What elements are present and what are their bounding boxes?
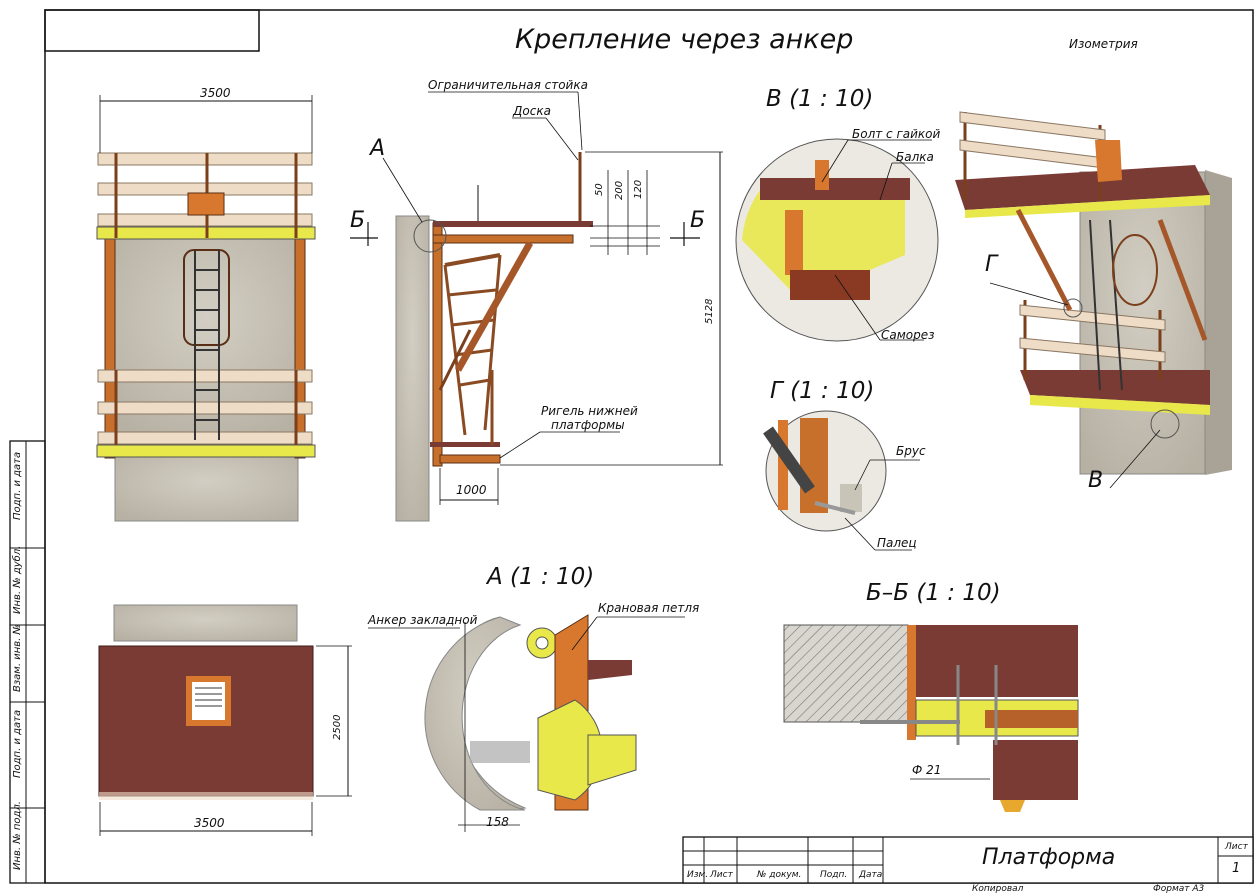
label-board: Доска — [513, 104, 551, 118]
side-view — [350, 91, 723, 522]
label-screw: Саморез — [881, 328, 935, 342]
plan-dim-width: 3500 — [194, 816, 225, 830]
dim-200: 200 — [614, 180, 625, 200]
dim-120: 120 — [633, 179, 644, 199]
plan-dim-depth: 2500 — [332, 714, 343, 740]
detail-g-title: Г (1 : 10) — [770, 378, 875, 404]
dim-reach: 1000 — [456, 483, 487, 497]
drawing-name: Платформа — [982, 845, 1116, 870]
sheet-title: Крепление через анкер — [515, 24, 854, 55]
view-name-label: Изометрия — [1069, 37, 1138, 51]
isometric-view — [955, 111, 1232, 489]
tb-format: Формат А3 — [1153, 884, 1205, 894]
label-loop: Крановая петля — [598, 601, 700, 615]
margin-cell-3: Взам. инв. № — [12, 624, 23, 692]
section-bb — [783, 624, 1079, 812]
title-block — [682, 836, 1254, 884]
detail-v — [735, 138, 939, 342]
margin-cell-2: Инв. № дубл. — [12, 545, 23, 614]
label-post: Ограничительная стойка — [428, 78, 588, 92]
iso-callout-g: Г — [985, 252, 998, 277]
detail-a — [368, 614, 685, 832]
tb-header-doc: № докум. — [757, 870, 802, 880]
dim-phi: Ф 21 — [912, 763, 942, 777]
tb-header-change: Изм. — [687, 870, 709, 880]
tb-sheet-number: 1 — [1232, 861, 1241, 876]
plan-view — [98, 604, 352, 836]
margin-cell-5: Инв. № подл. — [12, 801, 23, 870]
front-view — [96, 95, 316, 522]
label-rail-line1: Ригель нижней — [541, 404, 638, 418]
detail-a-title: А (1 : 10) — [487, 564, 595, 590]
marker-a: А — [370, 136, 386, 161]
margin-cell-1: Подп. и дата — [12, 451, 23, 520]
tb-header-sign: Подп. — [820, 870, 848, 880]
dim-50: 50 — [594, 183, 605, 196]
tb-header-date: Дата — [859, 870, 883, 880]
margin-cell-4: Подп. и дата — [12, 709, 23, 778]
detail-v-title: В (1 : 10) — [766, 86, 874, 112]
tb-header-sheet: Лист — [710, 870, 733, 880]
label-bolt: Болт с гайкой — [852, 127, 941, 141]
detail-g — [763, 410, 920, 551]
dim-height: 5128 — [704, 298, 715, 324]
dim-158: 158 — [486, 815, 509, 829]
marker-b-right: Б — [690, 208, 706, 233]
label-beam: Балка — [896, 150, 934, 164]
top-left-stamp — [44, 9, 260, 52]
margin-strip — [9, 440, 46, 884]
tb-copied: Копировал — [972, 884, 1024, 894]
front-dim-width: 3500 — [200, 86, 231, 100]
marker-b-left: Б — [350, 208, 366, 233]
label-rail-line2: платформы — [551, 418, 625, 432]
label-anchor: Анкер закладной — [368, 613, 478, 627]
label-pin: Палец — [877, 536, 917, 550]
iso-callout-v: В — [1088, 468, 1104, 493]
label-bar: Брус — [896, 444, 926, 458]
tb-sheet-label: Лист — [1225, 842, 1248, 852]
section-bb-title: Б–Б (1 : 10) — [866, 580, 1001, 606]
